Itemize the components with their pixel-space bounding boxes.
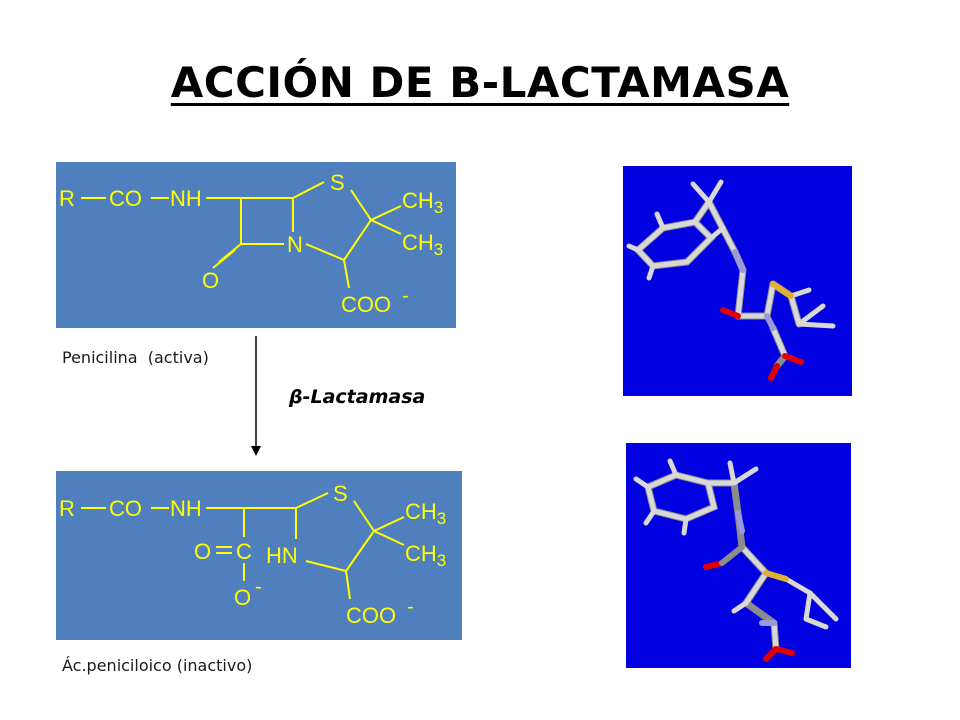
penicilloic-3d-model: [626, 443, 851, 668]
penicilloic-co-label: CO: [109, 496, 142, 521]
penicilloic-s-label: S: [333, 481, 348, 506]
penicillin-co-label: CO: [109, 186, 142, 211]
penicilloic-c-label: C: [236, 539, 252, 564]
penicilloic-ch3-bottom-label: CH3: [405, 541, 446, 570]
penicilloic-caption: Ác.peniciloico (inactivo): [62, 656, 253, 675]
penicillin-nh-label: NH: [170, 186, 202, 211]
reaction-arrow: [251, 336, 261, 456]
penicilloic-charge: -: [407, 596, 414, 618]
penicillin-3d-model: [623, 166, 852, 396]
penicillin-s-label: S: [330, 170, 345, 195]
penicilloic-nh-label: NH: [170, 496, 202, 521]
penicilloic-o-minus-label: O: [234, 585, 251, 610]
penicilloic-o-left-label: O: [194, 539, 211, 564]
penicillin-caption: Penicilina (activa): [62, 348, 209, 367]
penicillin-n-label: N: [287, 232, 303, 257]
penicillin-ch3-top-label: CH3: [402, 188, 443, 217]
penicillin-o-label: O: [202, 268, 219, 293]
penicilloic-o-charge: -: [255, 576, 262, 598]
penicillin-r-label: R: [59, 186, 75, 211]
enzyme-label: β-Lactamasa: [289, 386, 426, 408]
penicilloic-structure: R CO NH S CH3 CH3 HN O C O - COO -: [56, 471, 462, 640]
penicilloic-r-label: R: [59, 496, 75, 521]
penicillin-ch3-bottom-label: CH3: [402, 230, 443, 259]
penicillin-coo-label: COO: [341, 292, 391, 317]
penicillin-structure: R CO NH S CH3 CH3 N O COO -: [56, 162, 456, 328]
penicilloic-ch3-top-label: CH3: [405, 499, 446, 528]
penicilloic-hn-label: HN: [266, 543, 298, 568]
penicillin-charge: -: [402, 285, 409, 307]
penicilloic-coo-label: COO: [346, 603, 396, 628]
page-title: ACCIÓN DE B-LACTAMASA: [170, 58, 790, 107]
